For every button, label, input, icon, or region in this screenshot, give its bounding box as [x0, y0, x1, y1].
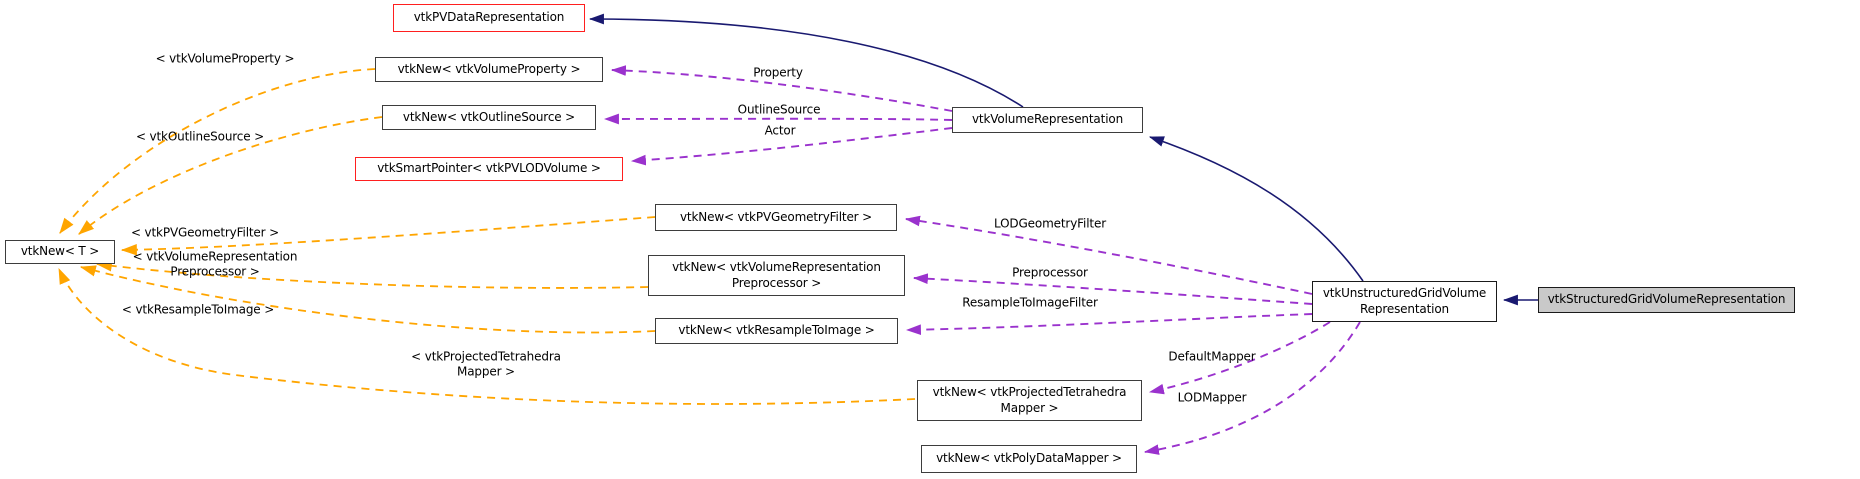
edge-usage-defaultmapper — [1148, 321, 1331, 395]
edge-usage-actor — [630, 127, 953, 166]
edge-inheritance-volumerep-to-pvdata — [588, 13, 1024, 108]
node-label: vtkVolumeRepresentation — [971, 112, 1124, 127]
node-vtknew-vtkpolydatamapper[interactable]: vtkNew< vtkPolyDataMapper > — [921, 445, 1137, 473]
edge-label-property: Property — [753, 65, 803, 80]
node-vtkunstructuredgridvolumerepresentation[interactable]: vtkUnstructuredGridVolume Representation — [1312, 281, 1497, 322]
edge-label-resampletoimagefilter: ResampleToImageFilter — [962, 295, 1098, 310]
edge-label-actor: Actor — [764, 123, 796, 138]
edge-label-preprocessor: Preprocessor — [1012, 265, 1088, 280]
node-label: vtkNew< vtkPVGeometryFilter > — [679, 209, 873, 224]
node-vtksmartpointer-vtkpvlodvolume[interactable]: vtkSmartPointer< vtkPVLODVolume > — [355, 157, 623, 181]
edge-template-resampletoimage — [79, 265, 656, 334]
edge-template-outlinesource — [78, 116, 383, 235]
node-label: vtkNew< vtkResampleToImage > — [678, 323, 875, 338]
edge-label-template-volumerepresentationpreprocessor: < vtkVolumeRepresentation Preprocessor > — [133, 250, 298, 281]
edge-label-template-resampletoimage: < vtkResampleToImage > — [121, 302, 275, 317]
node-label: vtkNew< vtkOutlineSource > — [402, 109, 576, 124]
edge-template-projectedtetrahedramapper — [58, 267, 916, 405]
node-label-line1: vtkUnstructuredGridVolume — [1322, 285, 1487, 300]
edge-label-lodgeometryfilter: LODGeometryFilter — [994, 216, 1106, 231]
node-label-line2: Representation — [1359, 301, 1450, 316]
node-vtknew-t[interactable]: vtkNew< T > — [5, 240, 115, 264]
node-vtknew-vtkoutlinesource[interactable]: vtkNew< vtkOutlineSource > — [382, 105, 596, 130]
edge-template-volumeproperty — [59, 68, 376, 234]
node-label: vtkNew< T > — [20, 244, 100, 259]
edge-usage-preprocessor — [912, 273, 1313, 305]
node-label: vtkNew< vtkVolumeProperty > — [397, 61, 581, 76]
node-label-line2: Preprocessor > — [731, 275, 822, 290]
edge-usage-resampletoimagefilter — [905, 313, 1313, 336]
node-label-line1: vtkNew< vtkVolumeRepresentation — [672, 259, 881, 274]
node-label: vtkNew< vtkPolyDataMapper > — [936, 451, 1122, 466]
edge-usage-lodmapper — [1143, 321, 1361, 455]
edge-usage-outlinesource — [603, 113, 953, 125]
node-label: vtkStructuredGridVolumeRepresentation — [1547, 292, 1786, 307]
edge-label-template-pvgeometryfilter: < vtkPVGeometryFilter > — [130, 225, 280, 240]
edge-label-line2: Preprocessor > — [170, 265, 260, 279]
node-vtknew-vtkprojectedtetrahedramapper[interactable]: vtkNew< vtkProjectedTetrahedra Mapper > — [917, 380, 1142, 421]
edge-label-lodmapper: LODMapper — [1177, 390, 1247, 405]
node-label: vtkPVDataRepresentation — [413, 10, 565, 25]
node-label-line1: vtkNew< vtkProjectedTetrahedra — [932, 384, 1127, 399]
edge-label-outlinesource: OutlineSource — [737, 102, 821, 117]
node-vtkvolumerepresentation[interactable]: vtkVolumeRepresentation — [952, 107, 1143, 133]
node-vtk-pv-data-representation[interactable]: vtkPVDataRepresentation — [393, 4, 585, 32]
node-vtknew-vtkresampletoimage[interactable]: vtkNew< vtkResampleToImage > — [655, 318, 898, 344]
edge-label-line1: < vtkProjectedTetrahedra — [411, 349, 561, 364]
node-vtkstructuredgridvolumerepresentation: vtkStructuredGridVolumeRepresentation — [1538, 287, 1795, 313]
edge-label-defaultmapper: DefaultMapper — [1168, 349, 1256, 364]
edge-label-line2: Mapper > — [457, 365, 515, 379]
node-vtknew-vtkpvgeometryfilter[interactable]: vtkNew< vtkPVGeometryFilter > — [655, 204, 897, 231]
edge-template-pvgeometryfilter — [120, 216, 656, 256]
edge-label-line1: < vtkVolumeRepresentation — [132, 249, 298, 264]
edge-label-template-outlinesource: < vtkOutlineSource > — [135, 129, 265, 144]
node-label: vtkSmartPointer< vtkPVLODVolume > — [377, 161, 601, 176]
edge-template-volreppreprocessor — [95, 260, 649, 289]
edge-usage-property — [610, 65, 953, 112]
edge-label-template-volumeproperty: < vtkVolumeProperty > — [155, 51, 295, 66]
node-vtknew-vtkvolumeproperty[interactable]: vtkNew< vtkVolumeProperty > — [375, 57, 603, 82]
edge-inheritance-unstructured-to-volumerep — [1148, 136, 1364, 282]
edge-label-template-projectedtetrahedramapper: < vtkProjectedTetrahedra Mapper > — [411, 350, 561, 381]
node-vtknew-vtkvolumerepresentationpreprocessor[interactable]: vtkNew< vtkVolumeRepresentation Preproce… — [648, 255, 905, 296]
edge-usage-lodgeometryfilter — [904, 215, 1313, 295]
node-label-line2: Mapper > — [1000, 400, 1059, 415]
